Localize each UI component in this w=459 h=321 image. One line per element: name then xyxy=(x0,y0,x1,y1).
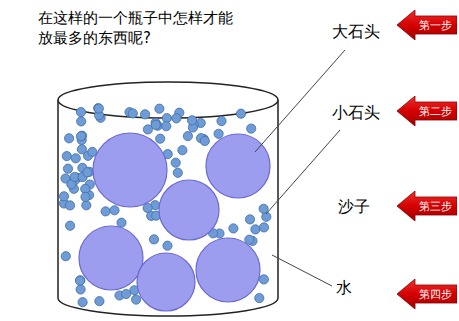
leader-line xyxy=(255,50,345,152)
small-stone xyxy=(63,164,72,173)
material-label: 小石头 xyxy=(330,103,382,124)
big-stone xyxy=(93,133,167,207)
step-text: 第四步 xyxy=(419,289,452,300)
small-stone xyxy=(117,218,126,227)
small-stone xyxy=(122,289,131,298)
small-stone xyxy=(229,224,238,233)
big-stones xyxy=(79,133,270,311)
small-stone xyxy=(101,207,110,216)
big-stone xyxy=(206,134,270,198)
arrow-outline xyxy=(397,191,457,221)
material-label: 大石头 xyxy=(330,22,382,43)
small-stone xyxy=(173,168,182,177)
small-stone xyxy=(172,114,181,123)
small-stone xyxy=(155,104,164,113)
leader-lines xyxy=(255,50,345,286)
small-stone xyxy=(66,221,75,230)
small-stone xyxy=(251,225,260,234)
step-arrow: 第四步 xyxy=(397,279,457,309)
question-title: 在这样的一个瓶子中怎样才能放最多的东西呢? xyxy=(38,8,238,48)
small-stone xyxy=(247,124,256,133)
step-text: 第二步 xyxy=(419,106,452,117)
arrow-outline xyxy=(397,10,457,40)
small-stone xyxy=(76,132,85,141)
small-stone xyxy=(71,154,80,163)
small-stone xyxy=(255,294,264,303)
small-stone xyxy=(141,110,150,119)
small-stone xyxy=(65,201,74,210)
jar-rim xyxy=(58,82,278,118)
small-stone xyxy=(128,109,137,118)
small-stone xyxy=(59,192,68,201)
small-stone xyxy=(94,104,103,113)
small-stone xyxy=(162,122,171,131)
small-stone xyxy=(77,117,86,126)
small-stone xyxy=(178,146,187,155)
small-stone xyxy=(245,215,254,224)
small-stone xyxy=(200,136,209,145)
step-text: 第一步 xyxy=(419,20,452,31)
small-stone xyxy=(183,132,192,141)
small-stone xyxy=(171,158,180,167)
small-stone xyxy=(77,145,86,154)
small-stone xyxy=(163,241,172,250)
material-label: 水 xyxy=(334,278,354,299)
small-stone xyxy=(151,120,160,129)
small-stone xyxy=(259,223,268,232)
jar-body xyxy=(58,100,278,316)
small-stone xyxy=(76,285,85,294)
small-stone xyxy=(110,206,119,215)
small-stone xyxy=(62,152,71,161)
small-stone xyxy=(236,109,245,118)
jar xyxy=(58,82,278,316)
small-stone xyxy=(95,297,104,306)
big-stone xyxy=(137,253,195,311)
small-stone xyxy=(259,204,268,213)
small-stone xyxy=(143,203,152,212)
small-stone xyxy=(81,192,90,201)
small-stone xyxy=(78,298,87,307)
material-label: 沙子 xyxy=(336,197,372,218)
small-stone xyxy=(259,275,268,284)
small-stone xyxy=(65,134,74,143)
small-stone xyxy=(61,252,70,261)
small-stone xyxy=(76,276,85,285)
small-stone xyxy=(82,201,91,210)
step-text: 第三步 xyxy=(419,201,452,212)
big-stone xyxy=(196,238,260,302)
small-stone xyxy=(156,134,165,143)
small-stone xyxy=(214,129,223,138)
step-arrow: 第一步 xyxy=(397,10,457,40)
step-arrow: 第三步 xyxy=(397,191,457,221)
small-stone xyxy=(217,117,226,126)
small-stone xyxy=(83,168,92,177)
small-stone xyxy=(94,104,103,113)
arrow-outline xyxy=(397,279,457,309)
small-stone xyxy=(76,108,85,117)
small-stone xyxy=(187,116,196,125)
leader-line xyxy=(272,255,332,286)
small-stone xyxy=(149,235,158,244)
small-stone xyxy=(132,295,141,304)
big-stone xyxy=(159,180,219,240)
small-stone xyxy=(75,276,84,285)
leader-line xyxy=(266,130,340,214)
arrow-outline xyxy=(397,96,457,126)
big-stone xyxy=(79,226,143,290)
step-arrow: 第二步 xyxy=(397,96,457,126)
